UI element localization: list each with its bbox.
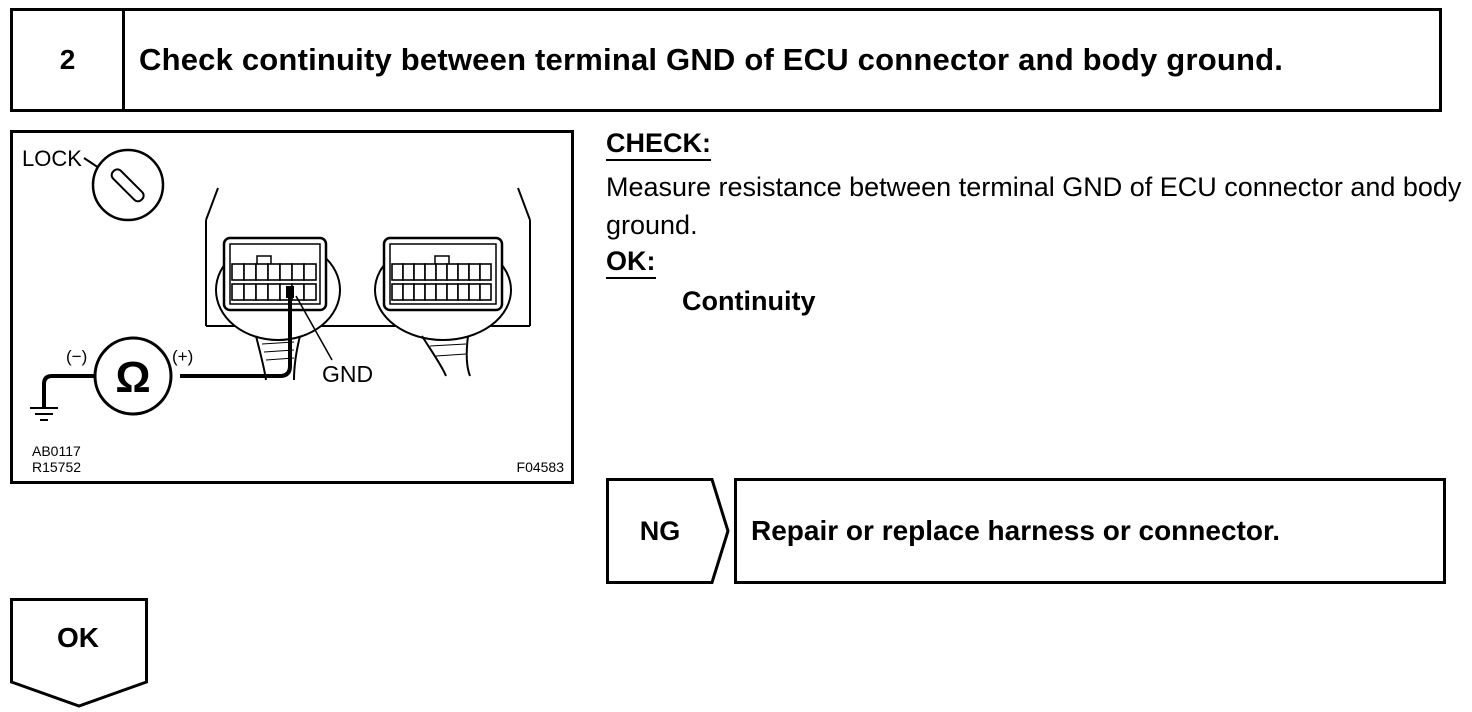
ohm-symbol: Ω <box>115 353 150 402</box>
ng-tag-shape <box>606 478 730 584</box>
check-heading: CHECK: <box>606 128 711 161</box>
ok-value: Continuity <box>682 286 816 316</box>
body-ground-icon <box>30 407 58 421</box>
ecu-connector-left <box>215 236 341 381</box>
ohmmeter-icon: Ω <box>93 336 173 416</box>
lock-label: LOCK <box>22 146 82 171</box>
check-instruction: Measure resistance between terminal GND … <box>606 172 1462 240</box>
figure-code-1: AB0117 <box>32 443 81 459</box>
gnd-pointer <box>295 295 333 361</box>
ok-heading: OK: <box>606 246 656 279</box>
figure-id: F04583 <box>517 459 565 475</box>
step-number: 2 <box>13 11 125 109</box>
figure-code-2: R15752 <box>32 459 81 475</box>
step-title: Check continuity between terminal GND of… <box>139 42 1284 77</box>
plus-terminal-label: (+) <box>172 347 193 366</box>
negative-lead <box>42 374 95 408</box>
ok-arrow-shape <box>10 598 148 708</box>
gnd-label: GND <box>322 361 373 387</box>
ok-arrow-label: OK <box>57 622 99 653</box>
ng-label: NG <box>639 515 681 546</box>
step-header: 2 Check continuity between terminal GND … <box>10 8 1442 112</box>
ng-action: Repair or replace harness or connector. <box>734 478 1446 584</box>
positive-lead <box>180 292 292 378</box>
minus-terminal-label: (−) <box>66 347 87 366</box>
ecu-connector-right <box>374 236 512 377</box>
connector-illustration: LOCK <box>10 130 574 484</box>
ignition-lock-icon <box>83 148 165 222</box>
